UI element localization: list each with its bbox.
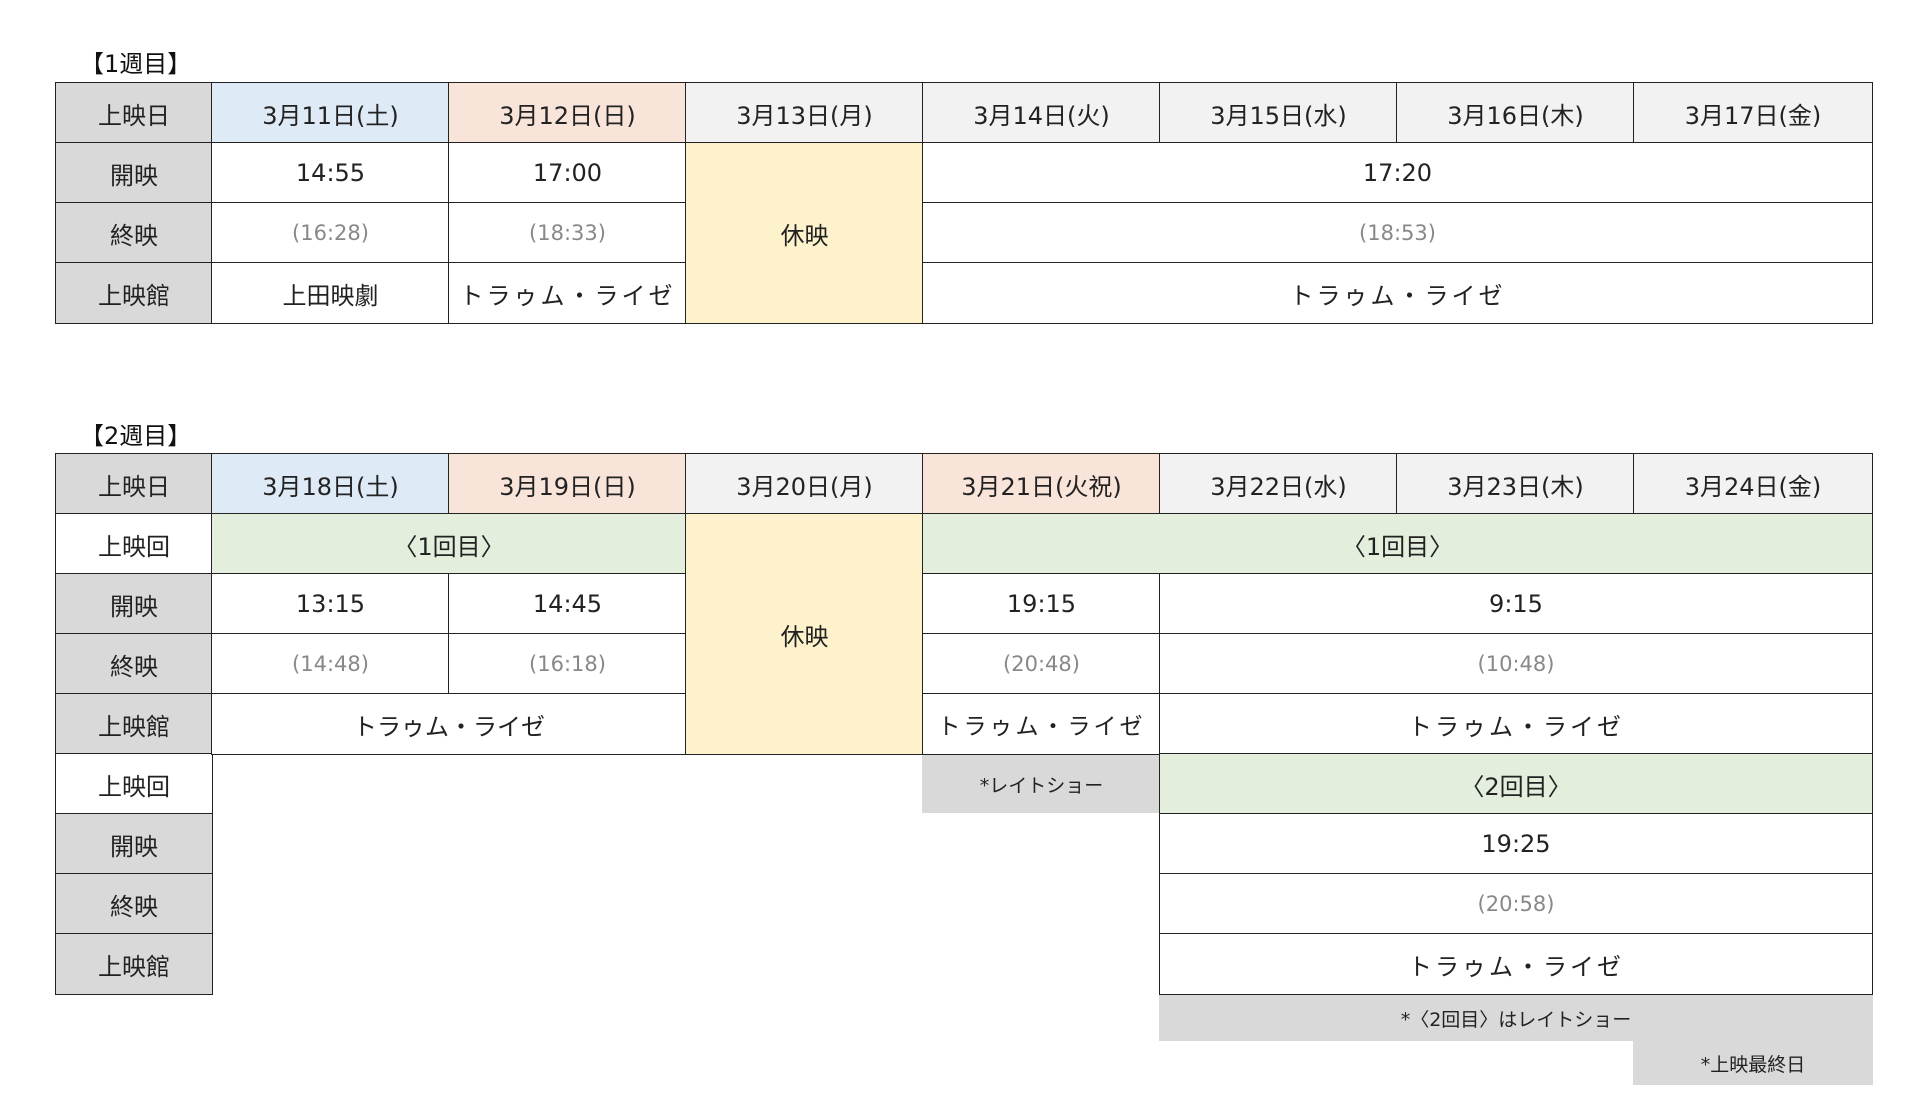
week1-sun-end: (18:33) bbox=[448, 202, 687, 264]
week1-sat-venue: 上田映劇 bbox=[211, 262, 450, 324]
week2-label-round2: 上映回 bbox=[55, 753, 213, 815]
week1-closed: 休映 bbox=[685, 142, 924, 324]
week1-date-sun: 3月12日(日) bbox=[448, 82, 687, 144]
week2-weekday-start: 9:15 bbox=[1159, 573, 1873, 635]
late-show-note: *〈2回目〉はレイトショー bbox=[1159, 995, 1873, 1041]
week2-holiday-end: (20:48) bbox=[922, 633, 1161, 695]
week1-heading: 【1週目】 bbox=[80, 50, 192, 78]
week1-date-wed: 3月15日(水) bbox=[1159, 82, 1398, 144]
week2-start2: 19:25 bbox=[1159, 813, 1873, 875]
week1-date-tue: 3月14日(火) bbox=[922, 82, 1161, 144]
week2-label-start2: 開映 bbox=[55, 813, 213, 875]
week1-sun-start: 17:00 bbox=[448, 142, 687, 204]
week1-sat-start: 14:55 bbox=[211, 142, 450, 204]
week1-weekday-venue: トラゥム・ライゼ bbox=[922, 262, 1873, 324]
week2-label-end2: 終映 bbox=[55, 873, 213, 935]
week2-weekday-venue: トラゥム・ライゼ bbox=[1159, 693, 1873, 755]
week2-closed: 休映 bbox=[685, 513, 924, 755]
week2-label-venue: 上映館 bbox=[55, 693, 213, 755]
week1-weekday-start: 17:20 bbox=[922, 142, 1873, 204]
week2-end2: (20:58) bbox=[1159, 873, 1873, 935]
week1-weekday-end: (18:53) bbox=[922, 202, 1873, 264]
week2-sat-start: 13:15 bbox=[211, 573, 450, 635]
week2-date-fri: 3月24日(金) bbox=[1633, 453, 1873, 515]
week1-label-date: 上映日 bbox=[55, 82, 213, 144]
week1-label-venue: 上映館 bbox=[55, 262, 213, 324]
week2-label-start: 開映 bbox=[55, 573, 213, 635]
week2-sat-end: (14:48) bbox=[211, 633, 450, 695]
week2-date-holiday: 3月21日(火祝) bbox=[922, 453, 1161, 515]
week1-date-fri: 3月17日(金) bbox=[1633, 82, 1873, 144]
week2-date-wed: 3月22日(水) bbox=[1159, 453, 1398, 515]
week1-date-sat: 3月11日(土) bbox=[211, 82, 450, 144]
week1-date-thu: 3月16日(木) bbox=[1396, 82, 1635, 144]
week2-weekend-venue: トラゥム・ライゼ bbox=[211, 693, 687, 755]
week1-label-start: 開映 bbox=[55, 142, 213, 204]
week2-sun-start: 14:45 bbox=[448, 573, 687, 635]
week2-holiday-late-note: *レイトショー bbox=[922, 755, 1161, 813]
week2-weekday-end: (10:48) bbox=[1159, 633, 1873, 695]
week2-sun-end: (16:18) bbox=[448, 633, 687, 695]
week2-date-sat: 3月18日(土) bbox=[211, 453, 450, 515]
week2-heading: 【2週目】 bbox=[80, 422, 192, 450]
week2-later-round: 〈1回目〉 bbox=[922, 513, 1873, 575]
week2-venue2: トラゥム・ライゼ bbox=[1159, 933, 1873, 995]
week2-round2: 〈2回目〉 bbox=[1159, 753, 1873, 815]
week1-label-end: 終映 bbox=[55, 202, 213, 264]
week2-weekend-round: 〈1回目〉 bbox=[211, 513, 687, 575]
week2-label-round: 上映回 bbox=[55, 513, 213, 575]
week2-label-end: 終映 bbox=[55, 633, 213, 695]
week1-sat-end: (16:28) bbox=[211, 202, 450, 264]
week2-date-mon: 3月20日(月) bbox=[685, 453, 924, 515]
week2-label-date: 上映日 bbox=[55, 453, 213, 515]
week1-sun-venue: トラゥム・ライゼ bbox=[448, 262, 687, 324]
week2-label-venue2: 上映館 bbox=[55, 933, 213, 995]
week2-holiday-start: 19:15 bbox=[922, 573, 1161, 635]
week2-date-sun: 3月19日(日) bbox=[448, 453, 687, 515]
last-day-note: *上映最終日 bbox=[1633, 1041, 1873, 1085]
week1-date-mon: 3月13日(月) bbox=[685, 82, 924, 144]
week2-date-thu: 3月23日(木) bbox=[1396, 453, 1635, 515]
week2-holiday-venue: トラゥム・ライゼ bbox=[922, 693, 1161, 755]
